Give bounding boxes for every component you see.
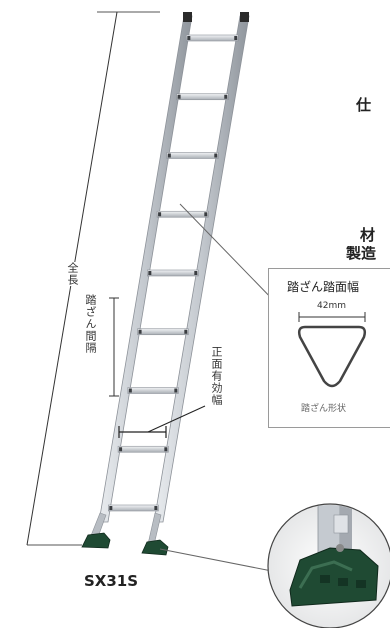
- ladder-rung: [166, 152, 219, 159]
- spec-heading-label: 仕: [356, 96, 372, 114]
- rung-rivet: [234, 36, 238, 40]
- detail-leader-line: [179, 203, 279, 306]
- rung-rivet: [184, 329, 188, 334]
- ladder-rung: [127, 387, 179, 394]
- rung-profile-diagram: [297, 312, 367, 388]
- rung-rivet: [148, 271, 152, 275]
- effective-width-label: 正面有効幅: [210, 346, 223, 406]
- foot-detail-circle: [267, 503, 390, 628]
- rung-rivet: [128, 388, 132, 393]
- rung-rivet: [174, 388, 178, 393]
- rung-spacing-dimension: [109, 297, 119, 397]
- rung-spacing-label: 踏ざん間隔: [84, 294, 97, 354]
- material-label: 材: [360, 226, 376, 244]
- rung-rivet: [119, 447, 123, 452]
- model-number: SX31S: [84, 572, 139, 590]
- rung-rivet: [138, 329, 142, 334]
- overall-length-label: 全長: [66, 262, 79, 286]
- rung-detail-box: 踏ざん踏面幅 42mm 踏ざん形状: [268, 268, 390, 428]
- rung-rivet: [187, 36, 191, 40]
- rung-rivet: [167, 153, 171, 158]
- ladder-rung: [156, 210, 209, 218]
- rung-rivet: [158, 212, 162, 217]
- ladder-body: [81, 12, 250, 556]
- ladder-rung: [176, 93, 229, 101]
- rung-rivet: [109, 506, 113, 510]
- ladder-rung: [186, 34, 239, 42]
- rung-rivet: [214, 153, 218, 158]
- manufacturer-label: 製造: [346, 246, 377, 261]
- rung-width-value: 42mm: [317, 301, 346, 311]
- ladder-rung: [147, 269, 199, 277]
- left-foot: [81, 532, 111, 549]
- rung-profile-shape: [297, 325, 367, 388]
- foot-detail-leader-line: [159, 548, 283, 574]
- rung-rivet: [224, 94, 228, 99]
- rung-rivet: [204, 212, 208, 217]
- ladder-rung: [137, 328, 189, 336]
- rung-rivet: [194, 271, 198, 275]
- ladder-rung: [117, 445, 169, 453]
- effective-width-dimension: [118, 405, 206, 438]
- ladder-rung: [108, 504, 159, 512]
- rung-shape-caption: 踏ざん形状: [301, 404, 347, 414]
- rung-tread-width-title: 踏ざん踏面幅: [287, 280, 360, 294]
- right-foot: [141, 539, 169, 556]
- rung-rivet: [154, 506, 158, 510]
- rung-rivet: [164, 447, 168, 452]
- rung-rivet: [177, 94, 181, 99]
